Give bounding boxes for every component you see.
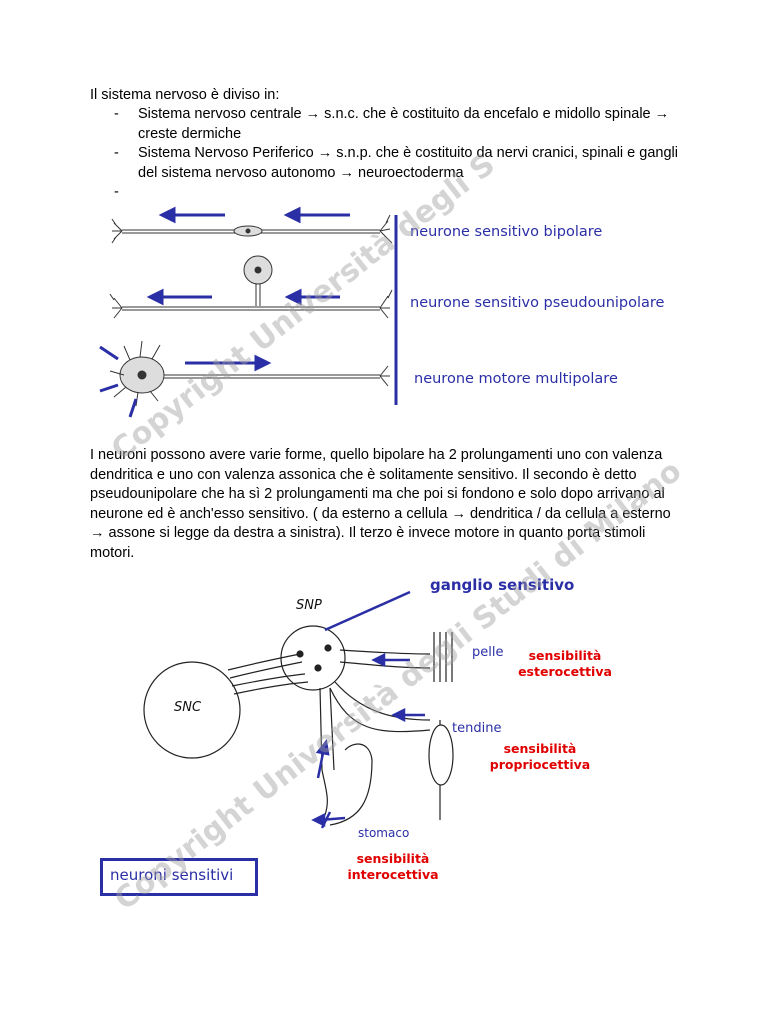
label-interocettiva: sensibilità interocettiva [347, 851, 439, 882]
snc-circle [143, 661, 241, 759]
label-multipolar: neurone motore multipolare [414, 371, 618, 387]
label-neuroni-sensitivi: neuroni sensitivi [110, 866, 234, 884]
sensory-neurons-figure [143, 590, 454, 829]
neuron-types-figure [99, 206, 398, 418]
snp-circle [280, 625, 346, 691]
label-ganglio: ganglio sensitivo [430, 576, 575, 594]
label-snp: SNP [296, 598, 322, 613]
label-snc: SNC [174, 700, 202, 715]
label-esterocettiva: sensibilità esterocettiva [518, 648, 612, 679]
list-item: -Sistema nervoso centrale → s.n.c. che è… [114, 106, 670, 142]
label-pelle: pelle [472, 645, 504, 660]
label-propriocettiva: sensibilità propriocettiva [489, 741, 591, 772]
label-pseudounipolar: neurone sensitivo pseudounipolare [410, 295, 665, 311]
list-item: -Sistema Nervoso Periferico → s.n.p. che… [114, 145, 678, 181]
label-stomaco: stomaco [358, 826, 410, 840]
label-bipolar: neurone sensitivo bipolare [410, 224, 603, 240]
neuroni-sensitivi-box [100, 858, 258, 896]
label-tendine: tendine [452, 721, 502, 736]
intro-text: Il sistema nervoso è diviso in: [90, 87, 280, 103]
neuron-description-paragraph: I neuroni possono avere varie forme, que… [90, 447, 671, 561]
nervous-system-list: -Sistema nervoso centrale → s.n.c. che è… [114, 105, 684, 200]
